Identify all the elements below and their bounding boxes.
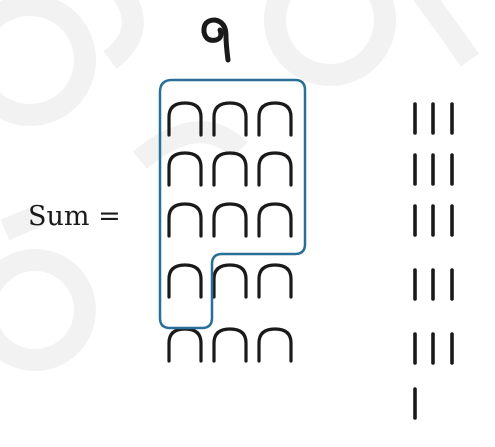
heel-bone-arch-icon [212, 327, 248, 363]
heel-bone-arch-icon [167, 151, 203, 187]
heel-bone-arch-icon [212, 263, 248, 299]
heel-bone-arch-icon [167, 263, 203, 299]
heel-bone-arch-icon [257, 263, 293, 299]
background-watermark [0, 0, 479, 371]
heel-bone-arch-icon [212, 202, 248, 238]
heel-bone-arch-icon [167, 101, 203, 137]
heel-bone-arch-icon [257, 327, 293, 363]
heel-bone-arch-icon [257, 151, 293, 187]
heel-bone-arch-icon [212, 151, 248, 187]
heel-bone-arch-icon [167, 202, 203, 238]
heel-bone-arch-icon [167, 327, 203, 363]
coil-rope-icon [201, 17, 231, 63]
sum-label: Sum = [28, 201, 121, 232]
heel-bone-arch-icon [212, 101, 248, 137]
hundreds-group [201, 17, 231, 63]
ones-group [413, 102, 454, 420]
group-outline [158, 78, 307, 330]
heel-bone-arch-icon [257, 101, 293, 137]
tens-group [167, 101, 293, 363]
heel-bone-arch-icon [257, 202, 293, 238]
